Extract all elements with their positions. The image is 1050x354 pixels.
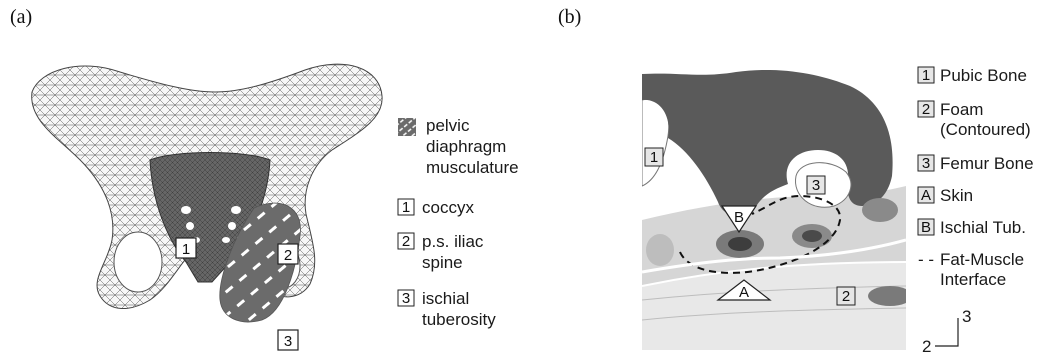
svg-text:1: 1 bbox=[650, 149, 658, 166]
legend-a-num-3: 3 bbox=[402, 290, 410, 307]
legend-a-ischial-line2: tuberosity bbox=[422, 310, 496, 329]
legend-a-ischial-line1: ischial bbox=[422, 289, 469, 308]
legend-b-foam-line2: (Contoured) bbox=[940, 120, 1031, 139]
legend-a-muscle-line3: musculature bbox=[426, 158, 519, 177]
legend-b-letter-b: B bbox=[921, 219, 931, 236]
fe-contour-plot bbox=[642, 70, 912, 350]
marker-pubic-bone: 1 bbox=[645, 148, 663, 166]
marker-femur-bone: 3 bbox=[807, 176, 825, 194]
marker-coccyx: 1 bbox=[176, 238, 196, 258]
legend-b-dash-symbol: - - bbox=[918, 250, 934, 269]
legend-a-muscle-line1: pelvic bbox=[426, 116, 470, 135]
marker-ischial-tuberosity: 3 bbox=[278, 330, 298, 350]
legend-b-foam-line1: Foam bbox=[940, 100, 983, 119]
marker-ps-iliac-spine: 2 bbox=[278, 244, 298, 264]
legend-a-coccyx: coccyx bbox=[422, 198, 474, 217]
legend-b-num-3: 3 bbox=[922, 155, 930, 172]
svg-text:2: 2 bbox=[284, 247, 292, 264]
svg-text:2: 2 bbox=[842, 288, 850, 305]
legend-a: pelvic diaphragm musculature 1 coccyx 2 … bbox=[398, 116, 519, 329]
legend-b-skin: Skin bbox=[940, 186, 973, 205]
axis-3-label: 3 bbox=[962, 307, 971, 326]
marker-foam: 2 bbox=[837, 287, 855, 305]
svg-text:B: B bbox=[734, 209, 744, 226]
legend-b-pubic-bone: Pubic Bone bbox=[940, 66, 1027, 85]
legend-b-letter-a: A bbox=[921, 187, 931, 204]
svg-text:A: A bbox=[739, 284, 749, 301]
axes-indicator: 3 2 bbox=[922, 307, 971, 354]
legend-b-num-1: 1 bbox=[922, 67, 930, 84]
muscle-swatch-icon bbox=[398, 118, 416, 136]
legend-b-num-2: 2 bbox=[922, 101, 930, 118]
legend-a-num-1: 1 bbox=[402, 199, 410, 216]
legend-b-fat-muscle-line1: Fat-Muscle bbox=[940, 250, 1024, 269]
legend-a-iliac-line2: spine bbox=[422, 253, 463, 272]
axis-2-label: 2 bbox=[922, 337, 931, 354]
legend-a-muscle-line2: diaphragm bbox=[426, 137, 506, 156]
legend-b-ischial-tub: Ischial Tub. bbox=[940, 218, 1026, 237]
svg-text:3: 3 bbox=[284, 333, 292, 350]
legend-a-num-2: 2 bbox=[402, 233, 410, 250]
svg-text:1: 1 bbox=[182, 241, 190, 258]
legend-b: 1 Pubic Bone 2 Foam (Contoured) 3 Femur … bbox=[918, 66, 1034, 289]
legend-b-fat-muscle-line2: Interface bbox=[940, 270, 1006, 289]
legend-b-femur-bone: Femur Bone bbox=[940, 154, 1034, 173]
svg-text:3: 3 bbox=[812, 177, 820, 194]
legend-a-iliac-line1: p.s. iliac bbox=[422, 232, 484, 251]
left-foramen bbox=[114, 232, 162, 292]
pelvis-model bbox=[32, 64, 382, 322]
